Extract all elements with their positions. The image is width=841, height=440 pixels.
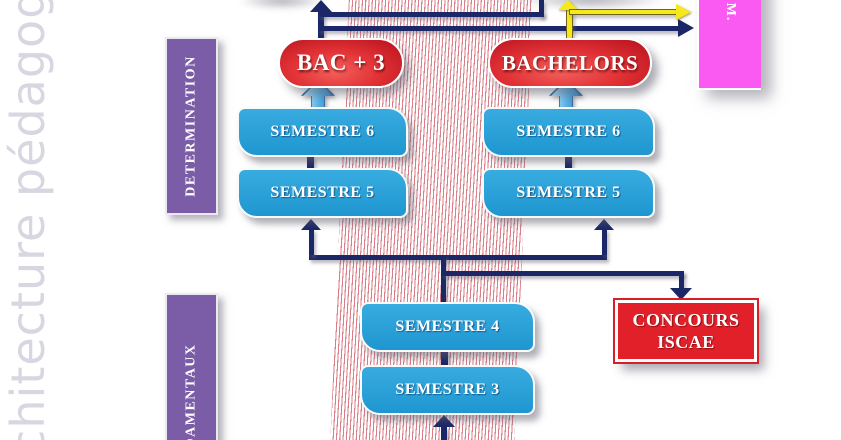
connector-top-line-a bbox=[318, 12, 544, 17]
node-semestre5-right: SEMESTRE 5 bbox=[482, 168, 655, 218]
stage-label-determination: DETERMINATION bbox=[165, 37, 218, 215]
node-bac3-label: BAC + 3 bbox=[296, 50, 386, 75]
connector-down-to-sem4 bbox=[441, 255, 446, 302]
node-bac3: BAC + 3 bbox=[278, 38, 404, 88]
node-masters: M. bbox=[697, 0, 761, 90]
arrowhead-up-left-sem5 bbox=[301, 219, 321, 230]
shadow-blob-left bbox=[238, 0, 326, 10]
arrowhead-up-right-sem5 bbox=[594, 219, 614, 230]
connector-yellow-horizontal bbox=[569, 9, 677, 15]
arrowhead-up-bac3-riser bbox=[310, 0, 332, 12]
arrowhead-right-to-masters-yellow bbox=[676, 4, 691, 20]
node-semestre6-left: SEMESTRE 6 bbox=[237, 107, 408, 157]
node-bachelors-label: BACHELORS bbox=[501, 50, 639, 75]
node-semestre6-left-label: SEMESTRE 6 bbox=[270, 123, 375, 140]
node-bachelors: BACHELORS bbox=[488, 38, 652, 88]
connector-left-sem6-sem5 bbox=[307, 156, 314, 169]
connector-up-into-sem3 bbox=[441, 427, 447, 440]
node-concours-line2: ISCAE bbox=[657, 332, 715, 352]
node-semestre5-left: SEMESTRE 5 bbox=[237, 168, 408, 218]
connector-branch-to-concours bbox=[441, 271, 684, 276]
arrowhead-up-yellow bbox=[558, 0, 578, 10]
node-semestre6-right: SEMESTRE 6 bbox=[482, 107, 655, 157]
stage-label-fondamentaux-text: FONDAMENTAUX bbox=[183, 343, 199, 440]
arrowhead-right-to-masters-navy bbox=[678, 19, 694, 37]
node-semestre3-label: SEMESTRE 3 bbox=[395, 381, 500, 398]
connector-top-line-b bbox=[318, 26, 680, 31]
node-semestre4-label: SEMESTRE 4 bbox=[395, 318, 500, 335]
connector-right-sem6-sem5 bbox=[565, 156, 572, 169]
stage-label-determination-text: DETERMINATION bbox=[183, 55, 199, 197]
node-semestre3: SEMESTRE 3 bbox=[360, 365, 535, 415]
node-semestre6-right-label: SEMESTRE 6 bbox=[516, 123, 621, 140]
node-semestre4: SEMESTRE 4 bbox=[360, 302, 535, 352]
watermark-text: architecture pédagogique bbox=[1, 0, 55, 440]
node-semestre5-left-label: SEMESTRE 5 bbox=[270, 184, 375, 201]
connector-concours-drop bbox=[679, 271, 684, 289]
node-concours-line1: CONCOURS bbox=[632, 309, 740, 330]
node-masters-label: M. bbox=[723, 2, 738, 22]
connector-mid-horizontal bbox=[309, 255, 607, 260]
shadow-blob-right bbox=[516, 0, 666, 10]
connector-top-line-a-corner-up bbox=[539, 0, 544, 17]
stage-label-fondamentaux: FONDAMENTAUX bbox=[165, 293, 218, 440]
connector-sem4-sem3 bbox=[441, 351, 448, 366]
connector-up-left-sem5 bbox=[309, 229, 314, 255]
connector-bac3-riser bbox=[318, 8, 324, 40]
node-semestre5-right-label: SEMESTRE 5 bbox=[516, 184, 621, 201]
connector-up-right-sem5 bbox=[602, 229, 607, 255]
arrowhead-down-concours bbox=[670, 288, 692, 300]
arrowhead-up-sem3 bbox=[433, 415, 455, 427]
node-concours-iscae: CONCOURS ISCAE bbox=[613, 298, 759, 364]
